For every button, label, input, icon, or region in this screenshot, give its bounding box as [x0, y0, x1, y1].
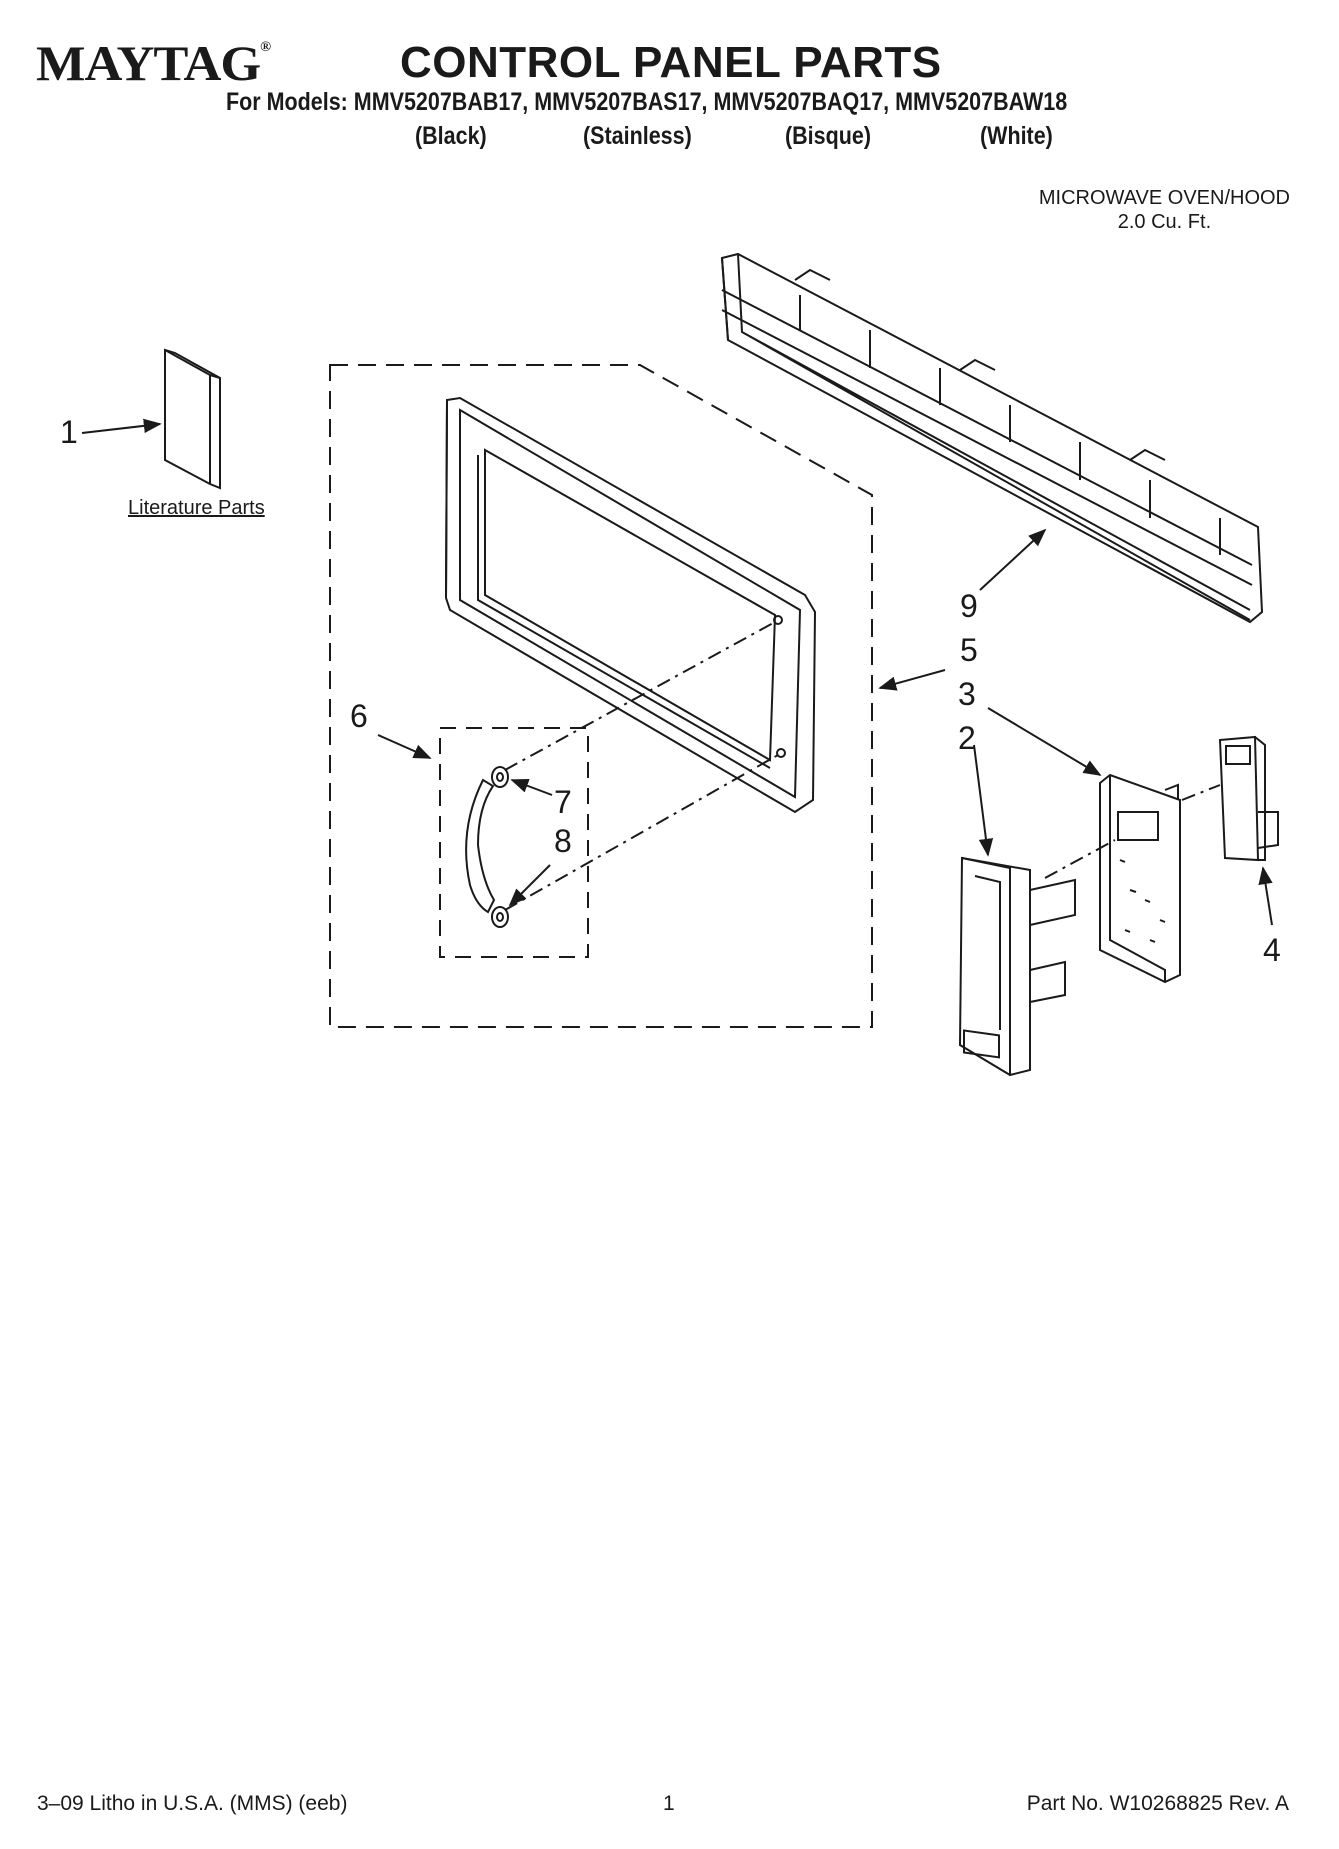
- literature-parts-label: Literature Parts: [128, 497, 265, 519]
- page-number: 1: [663, 1792, 675, 1815]
- callout-1-leader: [81, 418, 162, 434]
- washer-8: [491, 906, 509, 928]
- callout-2-leader: [973, 744, 994, 857]
- callout-3-leader: [987, 707, 1102, 776]
- display-module: [1218, 735, 1279, 862]
- callout-8: 8: [554, 823, 572, 859]
- finish-white: (White): [980, 122, 1053, 150]
- callout-9: 9: [960, 588, 978, 624]
- board-to-module-leader: [1181, 784, 1221, 801]
- callout-5-leader: [878, 669, 946, 691]
- callout-7: 7: [554, 784, 572, 820]
- callout-3: 3: [958, 676, 976, 712]
- door-handle: [465, 778, 496, 914]
- finish-bisque: (Bisque): [785, 122, 871, 150]
- callout-1: 1: [60, 414, 78, 450]
- model-list: For Models: MMV5207BAB17, MMV5207BAS17, …: [226, 88, 1068, 116]
- callout-6-leader: [377, 734, 432, 759]
- control-panel-assembly-boundary: [329, 364, 873, 1028]
- brand-logo: MAYTAG®: [36, 34, 271, 92]
- callout-4-leader: [1258, 866, 1273, 926]
- finish-black: (Black): [415, 122, 487, 150]
- callout-7-leader: [510, 778, 553, 796]
- keypad-panel: [958, 856, 1076, 1077]
- screw-leader-lower: [504, 754, 779, 911]
- product-line-2: 2.0 Cu. Ft.: [1117, 211, 1212, 233]
- board-to-keypad-leader: [1044, 839, 1116, 879]
- control-board: [1099, 773, 1181, 984]
- literature-booklet: [164, 348, 221, 490]
- registered-mark: ®: [260, 40, 271, 55]
- brand-name: MAYTAG: [36, 35, 261, 91]
- vent-grille: [720, 252, 1264, 624]
- washer-7: [491, 766, 509, 788]
- page-title: CONTROL PANEL PARTS: [400, 38, 942, 87]
- product-line-1: MICROWAVE OVEN/HOOD: [1038, 187, 1290, 209]
- callout-2: 2: [958, 720, 976, 756]
- part-number: Part No. W10268825 Rev. A: [1026, 1792, 1289, 1815]
- callout-8-leader: [508, 864, 551, 907]
- footer-print-info: 3–09 Litho in U.S.A. (MMS) (eeb): [37, 1792, 348, 1815]
- callout-9-leader: [979, 528, 1047, 591]
- screw-leader-upper: [504, 621, 776, 771]
- callout-5: 5: [960, 632, 978, 668]
- finish-stainless: (Stainless): [583, 122, 692, 150]
- callout-4: 4: [1263, 932, 1281, 968]
- handle-kit-boundary: [439, 727, 589, 958]
- callout-6: 6: [350, 698, 368, 734]
- product-description: MICROWAVE OVEN/HOOD 2.0 Cu. Ft.: [1039, 186, 1290, 234]
- door-panel-frame: [444, 396, 817, 814]
